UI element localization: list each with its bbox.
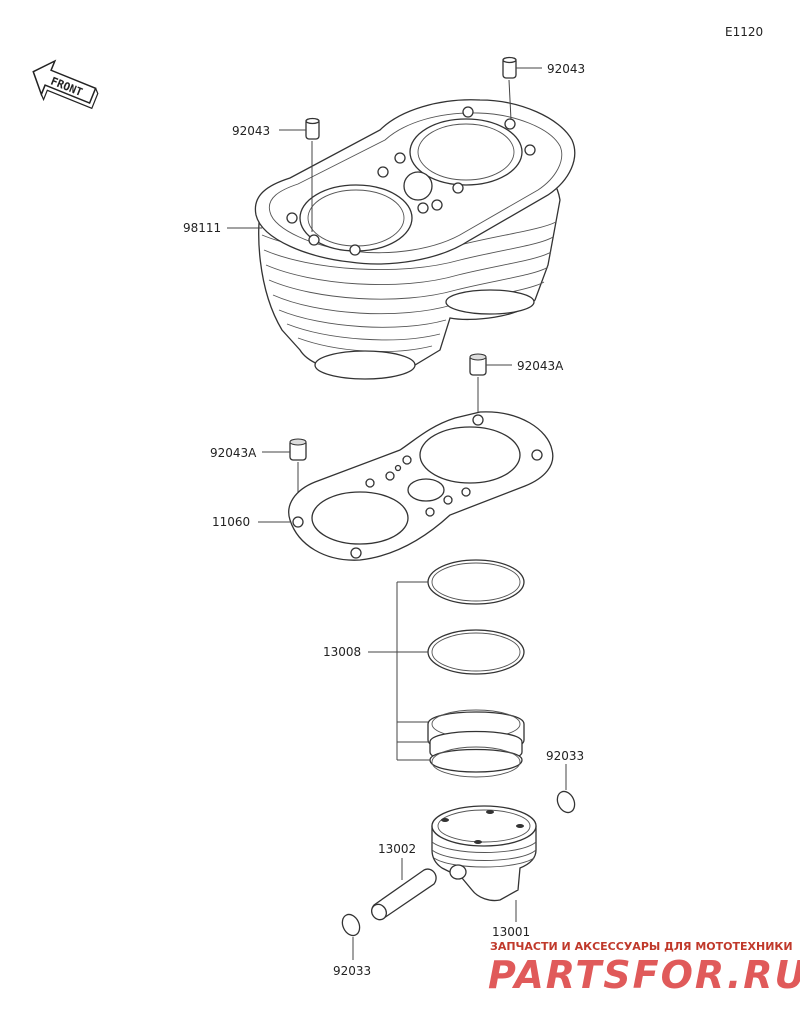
label-11060: 11060 <box>212 515 250 529</box>
label-13002: 13002 <box>378 842 416 856</box>
front-arrow-icon: FRONT <box>32 59 99 110</box>
label-13008: 13008 <box>323 645 361 659</box>
piston-pin <box>371 858 437 921</box>
watermark-brand: PARTSFOR.RU <box>488 953 800 997</box>
dowel-pin-92043-left <box>279 117 320 232</box>
watermark-tagline: ЗАПЧАСТИ И АКСЕССУАРЫ ДЛЯ МОТОТЕХНИКИ <box>490 940 793 953</box>
piston <box>431 805 537 922</box>
dowel-pin-92043a-left <box>262 438 307 515</box>
label-13001: 13001 <box>492 925 530 939</box>
cylinder-block <box>254 99 576 380</box>
piston-rings <box>427 559 525 778</box>
label-98111: 98111 <box>183 221 221 235</box>
circlip-right <box>556 764 576 814</box>
diagram-code: E1120 <box>725 25 763 39</box>
label-92043-left: 92043 <box>232 124 270 138</box>
circlip-left <box>341 913 361 960</box>
label-92033-right: 92033 <box>546 749 584 763</box>
dowel-pin-92043-right <box>502 56 542 121</box>
dowel-pin-92043a-right <box>469 353 512 412</box>
label-92043a-right: 92043A <box>517 359 564 373</box>
label-92033-left: 92033 <box>333 964 371 978</box>
cylinder-base-gasket <box>288 411 554 561</box>
label-92043-right: 92043 <box>547 62 585 76</box>
rings-leader-bracket <box>368 581 430 761</box>
label-92043a-left: 92043A <box>210 446 257 460</box>
